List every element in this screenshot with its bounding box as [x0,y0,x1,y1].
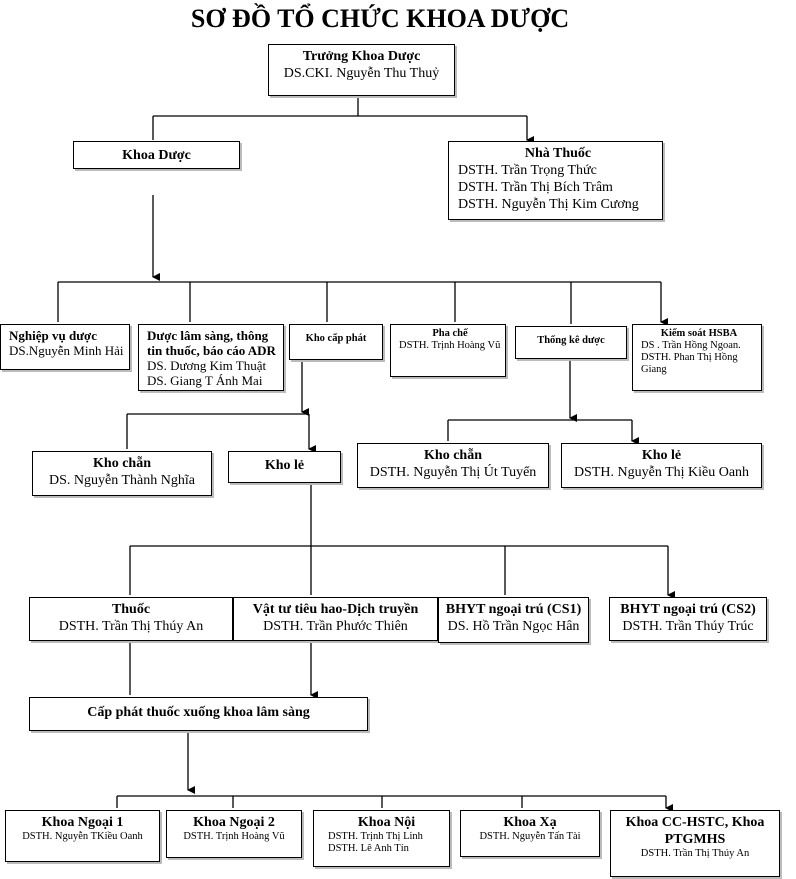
box-person: DSTH. Trần Thị Bích Trâm [458,180,613,195]
bhyt-cs1-box: BHYT ngoại trú (CS1) DS. Hồ Trần Ngọc Hâ… [438,597,589,643]
box-person: DSTH. Nguyễn Thị Kim Cương [458,197,639,212]
box-person: DS . Trần Hồng Ngoan. [641,340,741,351]
page-title: SƠ ĐỒ TỔ CHỨC KHOA DƯỢC [190,4,570,33]
box-title: Khoa Xạ [503,815,557,830]
box-title: Kho cấp phát [305,333,367,344]
box-person: DSTH. Trịnh Hoàng Vũ [183,831,285,842]
box-person: DS. Nguyễn Thành Nghĩa [49,473,195,488]
box-title: Khoa Ngoại 2 [193,815,275,830]
khoa-duoc-box: Khoa Dược [73,141,240,169]
kho-chan-box: Kho chẵn DS. Nguyễn Thành Nghĩa [32,451,212,496]
box-title: BHYT ngoại trú (CS2) [620,602,756,617]
box-title: Khoa Nội [357,815,416,830]
box-title: Thuốc [111,602,151,617]
box-title: Khoa Dược [122,148,191,163]
box-person: DSTH. Nguyễn TKiều Oanh [22,831,143,842]
box-person: DSTH. Nguyễn Tấn Tài [479,831,581,842]
box-title: Pha chế [432,328,468,339]
vat-tu-box: Vật tư tiêu hao-Dịch truyền DSTH. Trần P… [233,597,438,641]
khoa-ngoai-2-box: Khoa Ngoại 2 DSTH. Trịnh Hoàng Vũ [166,810,302,858]
khoa-ngoai-1-box: Khoa Ngoại 1 DSTH. Nguyễn TKiều Oanh [5,810,160,862]
box-person: DSTH. Phan Thị Hồng Giang [641,352,738,375]
box-person: DSTH. Trần Thị Thúy An [58,619,204,634]
box-person: DSTH. Nguyễn Thị Kiều Oanh [573,465,750,480]
box-person: DS.Nguyễn Minh Hải [9,343,124,358]
box-title: Khoa CC-HSTC, Khoa PTGMHS [625,815,765,847]
box-person: DSTH. Trịnh Hoàng Vũ [399,340,501,351]
khoa-cc-hstc-box: Khoa CC-HSTC, Khoa PTGMHS DSTH. Trần Thị… [610,810,780,877]
box-title: Thống kê dược [537,335,605,346]
box-person: DSTH. Trần Thúy Trúc [622,619,754,634]
thuoc-box: Thuốc DSTH. Trần Thị Thúy An [29,597,233,641]
box-person: DSTH. Lê Anh Tín [328,843,409,854]
box-person: DSTH. Trần Phước Thiên [263,619,408,634]
box-title: Kho chẵn [93,456,151,471]
box-title: Nhà Thuốc [524,146,592,161]
box-title: Kho lẻ [641,448,682,463]
unit-duoc-lam-sang-box: Dược lâm sàng, thông tin thuốc, báo cáo … [138,324,284,391]
box-title: Vật tư tiêu hao-Dịch truyền [252,602,419,617]
box-person: DSTH. Trần Trọng Thức [458,163,597,178]
box-title: Nghiệp vụ dược [9,328,97,343]
nha-thuoc-box: Nhà Thuốc DSTH. Trần Trọng Thức DSTH. Tr… [448,141,663,220]
head-box: Trưởng Khoa Dược DS.CKI. Nguyễn Thu Thuỷ [268,44,455,96]
box-person: DS. Hồ Trần Ngọc Hân [447,619,580,634]
box-person: DSTH. Trần Thị Thúy An [640,848,750,859]
box-person: DSTH. Nguyễn Thị Út Tuyển [369,465,537,480]
box-title: BHYT ngoại trú (CS1) [445,602,582,617]
thong-ke-kho-le-box: Kho lẻ DSTH. Nguyễn Thị Kiều Oanh [561,443,762,488]
unit-pha-che-box: Pha chế DSTH. Trịnh Hoàng Vũ [390,324,506,377]
box-title: Kho lẻ [264,458,305,473]
khoa-noi-box: Khoa Nội DSTH. Trịnh Thị Linh DSTH. Lê A… [313,810,450,867]
unit-thong-ke-box: Thống kê dược [515,326,627,359]
khoa-xa-box: Khoa Xạ DSTH. Nguyễn Tấn Tài [460,810,600,857]
unit-kho-cap-phat-box: Kho cấp phát [289,324,383,360]
box-title: Khoa Ngoại 1 [41,815,124,830]
box-person: DSTH. Trịnh Thị Linh [328,831,423,842]
unit-kiem-soat-hsba-box: Kiểm soát HSBA DS . Trần Hồng Ngoan. DST… [632,324,762,391]
box-title: Kho chẵn [424,448,482,463]
unit-nghiep-vu-box: Nghiệp vụ dược DS.Nguyễn Minh Hải [0,324,130,370]
box-title: Trưởng Khoa Dược [302,49,421,64]
box-person: DS. Giang T Ánh Mai [147,373,263,388]
cap-phat-box: Cấp phát thuốc xuống khoa lâm sàng [29,697,368,731]
bhyt-cs2-box: BHYT ngoại trú (CS2) DSTH. Trần Thúy Trú… [609,597,767,641]
box-person: DS.CKI. Nguyễn Thu Thuỷ [283,66,440,81]
box-person: DS. Dương Kim Thuật [147,358,267,373]
box-title: Dược lâm sàng, thông tin thuốc, báo cáo … [147,328,276,358]
kho-le-box: Kho lẻ [228,451,341,483]
box-title: Kiểm soát HSBA [660,328,738,339]
box-title: Cấp phát thuốc xuống khoa lâm sàng [87,705,310,720]
thong-ke-kho-chan-box: Kho chẵn DSTH. Nguyễn Thị Út Tuyển [357,443,549,488]
